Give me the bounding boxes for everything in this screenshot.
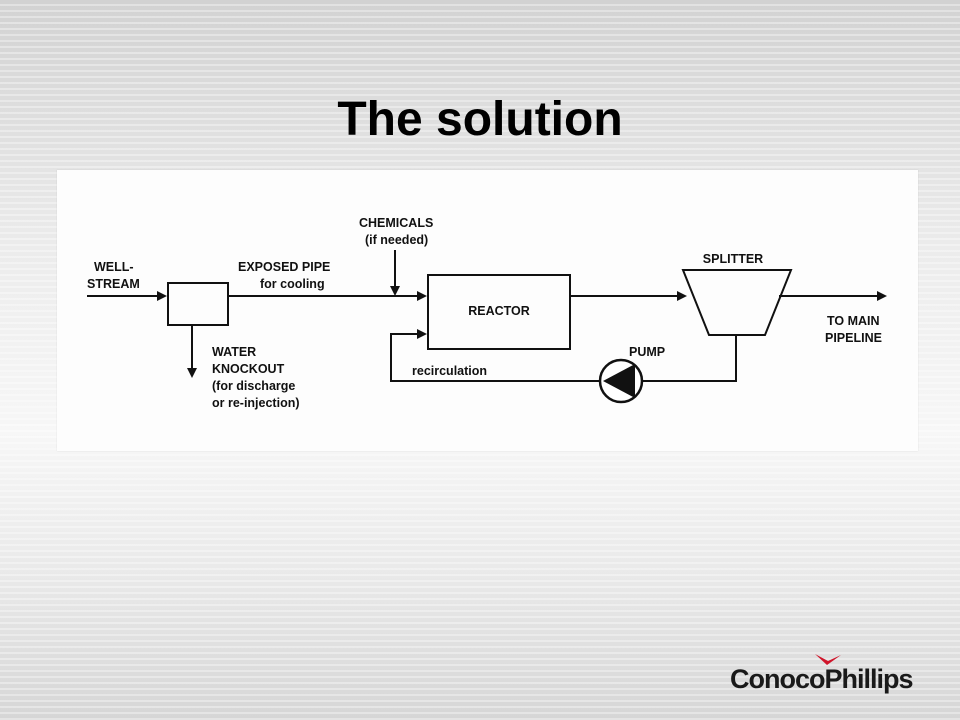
to-main-pipeline-label-2: PIPELINE [825, 331, 882, 345]
splitter-label: SPLITTER [703, 252, 763, 266]
reactor-label: REACTOR [468, 304, 530, 318]
pump-icon [603, 364, 635, 398]
pump-label: PUMP [629, 345, 665, 359]
process-flow-diagram: WELL- STREAM WATER KNOCKOUT (for dischar… [57, 170, 918, 451]
recirculation-loop-line [390, 329, 599, 382]
splitter-vessel [681, 269, 793, 336]
chemicals-label: CHEMICALS [359, 216, 433, 230]
conocophillips-logo: ConocoPhillips [730, 652, 920, 702]
logo-swoosh-icon [815, 654, 841, 665]
water-knockout-label: WATER [212, 345, 256, 359]
chemicals-label-2: (if needed) [365, 233, 428, 247]
wellstream-label-2: STREAM [87, 277, 140, 291]
exposed-pipe-label-2: for cooling [260, 277, 325, 291]
wellstream-label: WELL- [94, 260, 134, 274]
water-knockout-label-4: or re-injection) [212, 396, 300, 410]
recirculation-return-line [643, 335, 737, 382]
reactor-vessel [427, 274, 571, 350]
water-knockout-vessel [167, 282, 229, 326]
water-knockout-label-2: KNOCKOUT [212, 362, 285, 376]
logo-wordmark: ConocoPhillips [730, 664, 914, 694]
to-main-pipeline-label: TO MAIN [827, 314, 880, 328]
recirculation-label: recirculation [412, 364, 487, 378]
water-knockout-label-3: (for discharge [212, 379, 295, 393]
exposed-pipe-label: EXPOSED PIPE [238, 260, 330, 274]
slide-title: The solution [337, 93, 623, 146]
